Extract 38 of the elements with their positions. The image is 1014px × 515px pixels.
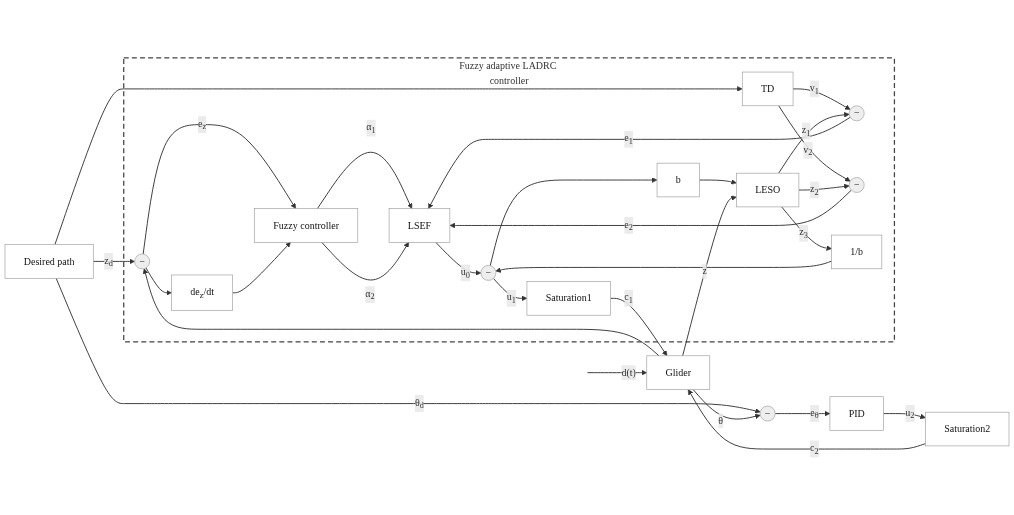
- edge-label: θ: [718, 414, 724, 426]
- edge-label: v$_{1}$: [809, 82, 819, 96]
- node-circle: −: [134, 253, 150, 269]
- node-box: Glider: [646, 355, 711, 390]
- node-box: LSEF: [388, 208, 451, 243]
- edge-label: α$_{2}$: [365, 287, 375, 301]
- node-circle: −: [848, 105, 865, 121]
- node-box: Desired path: [4, 244, 94, 279]
- edge-label: z$_{2}$: [810, 183, 819, 197]
- edge-label: u$_{0}$: [460, 266, 470, 280]
- node-box: Saturation1: [526, 280, 611, 316]
- node-box: b: [656, 162, 700, 197]
- node-box: PID: [829, 396, 884, 431]
- node-box: TD: [741, 71, 794, 106]
- node-box: de$_{z}$/dt: [171, 274, 233, 311]
- edge-label: e$_{2}$: [624, 218, 633, 232]
- edge-label: e$_{z}$: [198, 117, 207, 131]
- edge-label: e$_{θ}$: [810, 406, 819, 420]
- node-circle: −: [848, 176, 865, 193]
- node-circle: −: [480, 264, 497, 281]
- edge-label: α$_{1}$: [366, 121, 376, 135]
- node-circle: −: [759, 405, 776, 422]
- edge-label: u$_{1}$: [506, 291, 516, 305]
- edge-label: u$_{2}$: [905, 406, 915, 420]
- node-box: 1/b: [831, 234, 883, 269]
- edge-label: v$_{2}$: [803, 143, 813, 157]
- edge-label: c$_{2}$: [810, 442, 819, 456]
- node-box: Fuzzy controller: [254, 208, 359, 243]
- node-box: LESO: [736, 172, 800, 207]
- edge-label: c$_{1}$: [624, 291, 633, 305]
- edge-label: d(t): [621, 366, 636, 378]
- node-box: Saturation2: [925, 411, 1010, 446]
- edge-label: z$_{1}$: [801, 124, 811, 138]
- edge-label: z$_{d}$: [104, 254, 113, 268]
- edge-label: θ$_{d}$: [414, 396, 424, 410]
- edge-label: z: [702, 265, 707, 277]
- edge-label: e$_{1}$: [624, 132, 633, 146]
- edge-label: z$_{3}$: [799, 226, 808, 240]
